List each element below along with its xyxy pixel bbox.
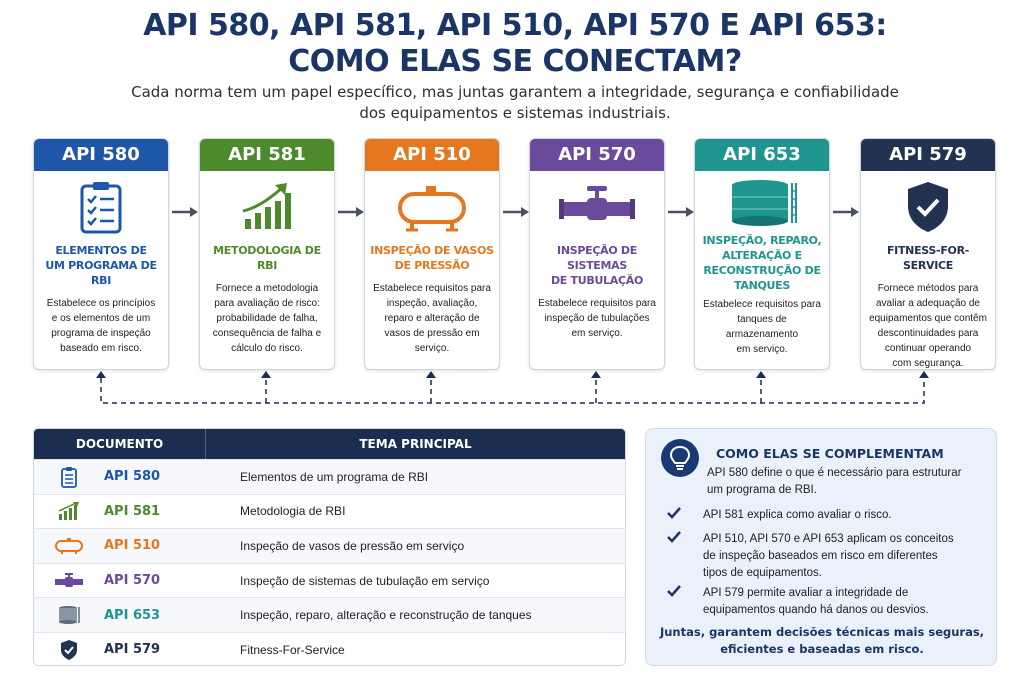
lightbulb-icon	[661, 439, 699, 477]
clipboard-checklist-icon	[34, 466, 104, 488]
panel-title: COMO ELAS SE COMPLEMENTAM	[716, 446, 944, 461]
card-header: API 653	[695, 139, 829, 171]
card-description: Estabelece os princípios e os elementos …	[46, 298, 156, 354]
card-api-653: API 653 INSPEÇÃO, REPARO, ALTERAÇÃO E RE…	[694, 138, 830, 370]
card-description: Estabelece requisitos para tanques de ar…	[703, 299, 821, 355]
panel-item-text: API 579 permite avaliar a integridade de…	[703, 587, 929, 616]
table-header: DOCUMENTO TEMA PRINCIPAL	[34, 429, 625, 459]
table-row: API 581 Metodologia de RBI	[34, 493, 625, 529]
card-api-510: API 510 INSPEÇÃO DE VASOS DE PRESSÃO Est…	[364, 138, 500, 370]
shield-check-icon	[861, 171, 995, 243]
arrow-right-icon	[668, 207, 694, 217]
column-header-tema: TEMA PRINCIPAL	[359, 437, 472, 451]
table-row: API 579 Fitness-For-Service	[34, 631, 625, 665]
growth-chart-icon	[34, 502, 104, 521]
arrow-right-icon	[503, 207, 529, 217]
row-tema: Elementos de um programa de RBI	[240, 469, 429, 484]
standards-flow: API 580 ELEMENTOS DE UM PROGRAMA DE RBI …	[33, 138, 998, 370]
arrow-right-icon	[338, 207, 364, 217]
table-row: API 580 Elementos de um programa de RBI	[34, 459, 625, 494]
card-header: API 580	[34, 139, 168, 171]
card-name: ELEMENTOS DE UM PROGRAMA DE RBI	[45, 244, 157, 287]
panel-footer: Juntas, garantem decisões técnicas mais …	[659, 625, 985, 656]
row-code: API 653	[104, 607, 161, 623]
panel-item: API 510, API 570 e API 653 aplicam os co…	[667, 531, 987, 582]
card-api-580: API 580 ELEMENTOS DE UM PROGRAMA DE RBI …	[33, 138, 169, 370]
row-tema: Metodologia de RBI	[240, 504, 346, 519]
clipboard-checklist-icon	[34, 171, 168, 243]
title-line-1: API 580, API 581, API 510, API 570 E API…	[143, 8, 887, 43]
card-api-581: API 581 METODOLOGIA DE RBI Fornece a met…	[199, 138, 335, 370]
card-header: API 570	[530, 139, 664, 171]
row-tema: Fitness-For-Service	[240, 642, 345, 657]
arrow-right-icon	[172, 207, 198, 217]
piping-valve-icon	[530, 171, 664, 243]
card-api-579: API 579 FITNESS-FOR-SERVICE Fornece méto…	[860, 138, 996, 370]
card-name: INSPEÇÃO, REPARO, ALTERAÇÃO E RECONSTRUÇ…	[702, 234, 822, 292]
panel-item-text: API 580 define o que é necessário para e…	[707, 467, 962, 496]
check-icon	[667, 585, 703, 619]
panel-item: API 581 explica como avaliar o risco.	[667, 507, 987, 525]
panel-item: API 579 permite avaliar a integridade de…	[667, 585, 987, 619]
row-code: API 579	[104, 642, 161, 658]
card-header: API 581	[200, 139, 334, 171]
check-icon	[667, 531, 703, 582]
arrow-right-icon	[833, 207, 859, 217]
page-title: API 580, API 581, API 510, API 570 E API…	[0, 8, 1030, 80]
table-row: API 653 Inspeção, reparo, alteração e re…	[34, 597, 625, 632]
panel-item-text: API 581 explica como avaliar o risco.	[703, 509, 892, 521]
shield-check-icon	[34, 639, 104, 661]
complement-panel: COMO ELAS SE COMPLEMENTAM API 580 define…	[645, 428, 997, 666]
row-code: API 580	[104, 469, 161, 485]
row-code: API 570	[104, 573, 161, 589]
column-header-documento: DOCUMENTO	[34, 429, 206, 459]
row-code: API 581	[104, 503, 161, 519]
page-subtitle: Cada norma tem um papel específico, mas …	[0, 82, 1030, 124]
panel-item: API 580 define o que é necessário para e…	[667, 465, 987, 499]
card-name: FITNESS-FOR-SERVICE	[886, 244, 970, 272]
row-tema: Inspeção, reparo, alteração e reconstruç…	[240, 608, 532, 623]
card-description: Estabelece requisitos para inspeção de t…	[538, 298, 656, 339]
pressure-vessel-icon	[365, 171, 499, 243]
card-header: API 579	[861, 139, 995, 171]
pressure-vessel-icon	[34, 537, 104, 555]
storage-tank-icon	[34, 605, 104, 625]
documents-table: DOCUMENTO TEMA PRINCIPAL API 580 Element…	[33, 428, 626, 666]
feedback-connector	[96, 371, 929, 404]
panel-item-text: API 510, API 570 e API 653 aplicam os co…	[703, 533, 954, 579]
card-description: Estabelece requisitos para inspeção, ava…	[373, 283, 491, 354]
card-header: API 510	[365, 139, 499, 171]
row-tema: Inspeção de vasos de pressão em serviço	[240, 538, 465, 553]
card-description: Fornece métodos para avaliar a adequação…	[869, 283, 987, 369]
card-name: METODOLOGIA DE RBI	[213, 244, 321, 272]
subtitle-line-2: dos equipamentos e sistemas industriais.	[359, 104, 671, 122]
table-row: API 570 Inspeção de sistemas de tubulaçã…	[34, 562, 625, 598]
row-code: API 510	[104, 538, 161, 554]
table-row: API 510 Inspeção de vasos de pressão em …	[34, 528, 625, 563]
card-description: Fornece a metodologia para avaliação de …	[212, 283, 322, 354]
check-icon	[667, 507, 703, 525]
title-line-2: COMO ELAS SE CONECTAM?	[288, 44, 742, 79]
storage-tank-icon	[695, 171, 829, 233]
card-name: INSPEÇÃO DE SISTEMAS DE TUBULAÇÃO	[550, 244, 644, 287]
card-api-570: API 570 INSPEÇÃO DE SISTEMAS DE TUBULAÇÃ…	[529, 138, 665, 370]
row-tema: Inspeção de sistemas de tubulação em ser…	[240, 573, 490, 588]
piping-valve-icon	[34, 572, 104, 590]
card-name: INSPEÇÃO DE VASOS DE PRESSÃO	[370, 244, 494, 272]
table-body: API 580 Elementos de um programa de RBI …	[34, 459, 625, 665]
subtitle-line-1: Cada norma tem um papel específico, mas …	[131, 83, 899, 101]
growth-chart-icon	[200, 171, 334, 243]
